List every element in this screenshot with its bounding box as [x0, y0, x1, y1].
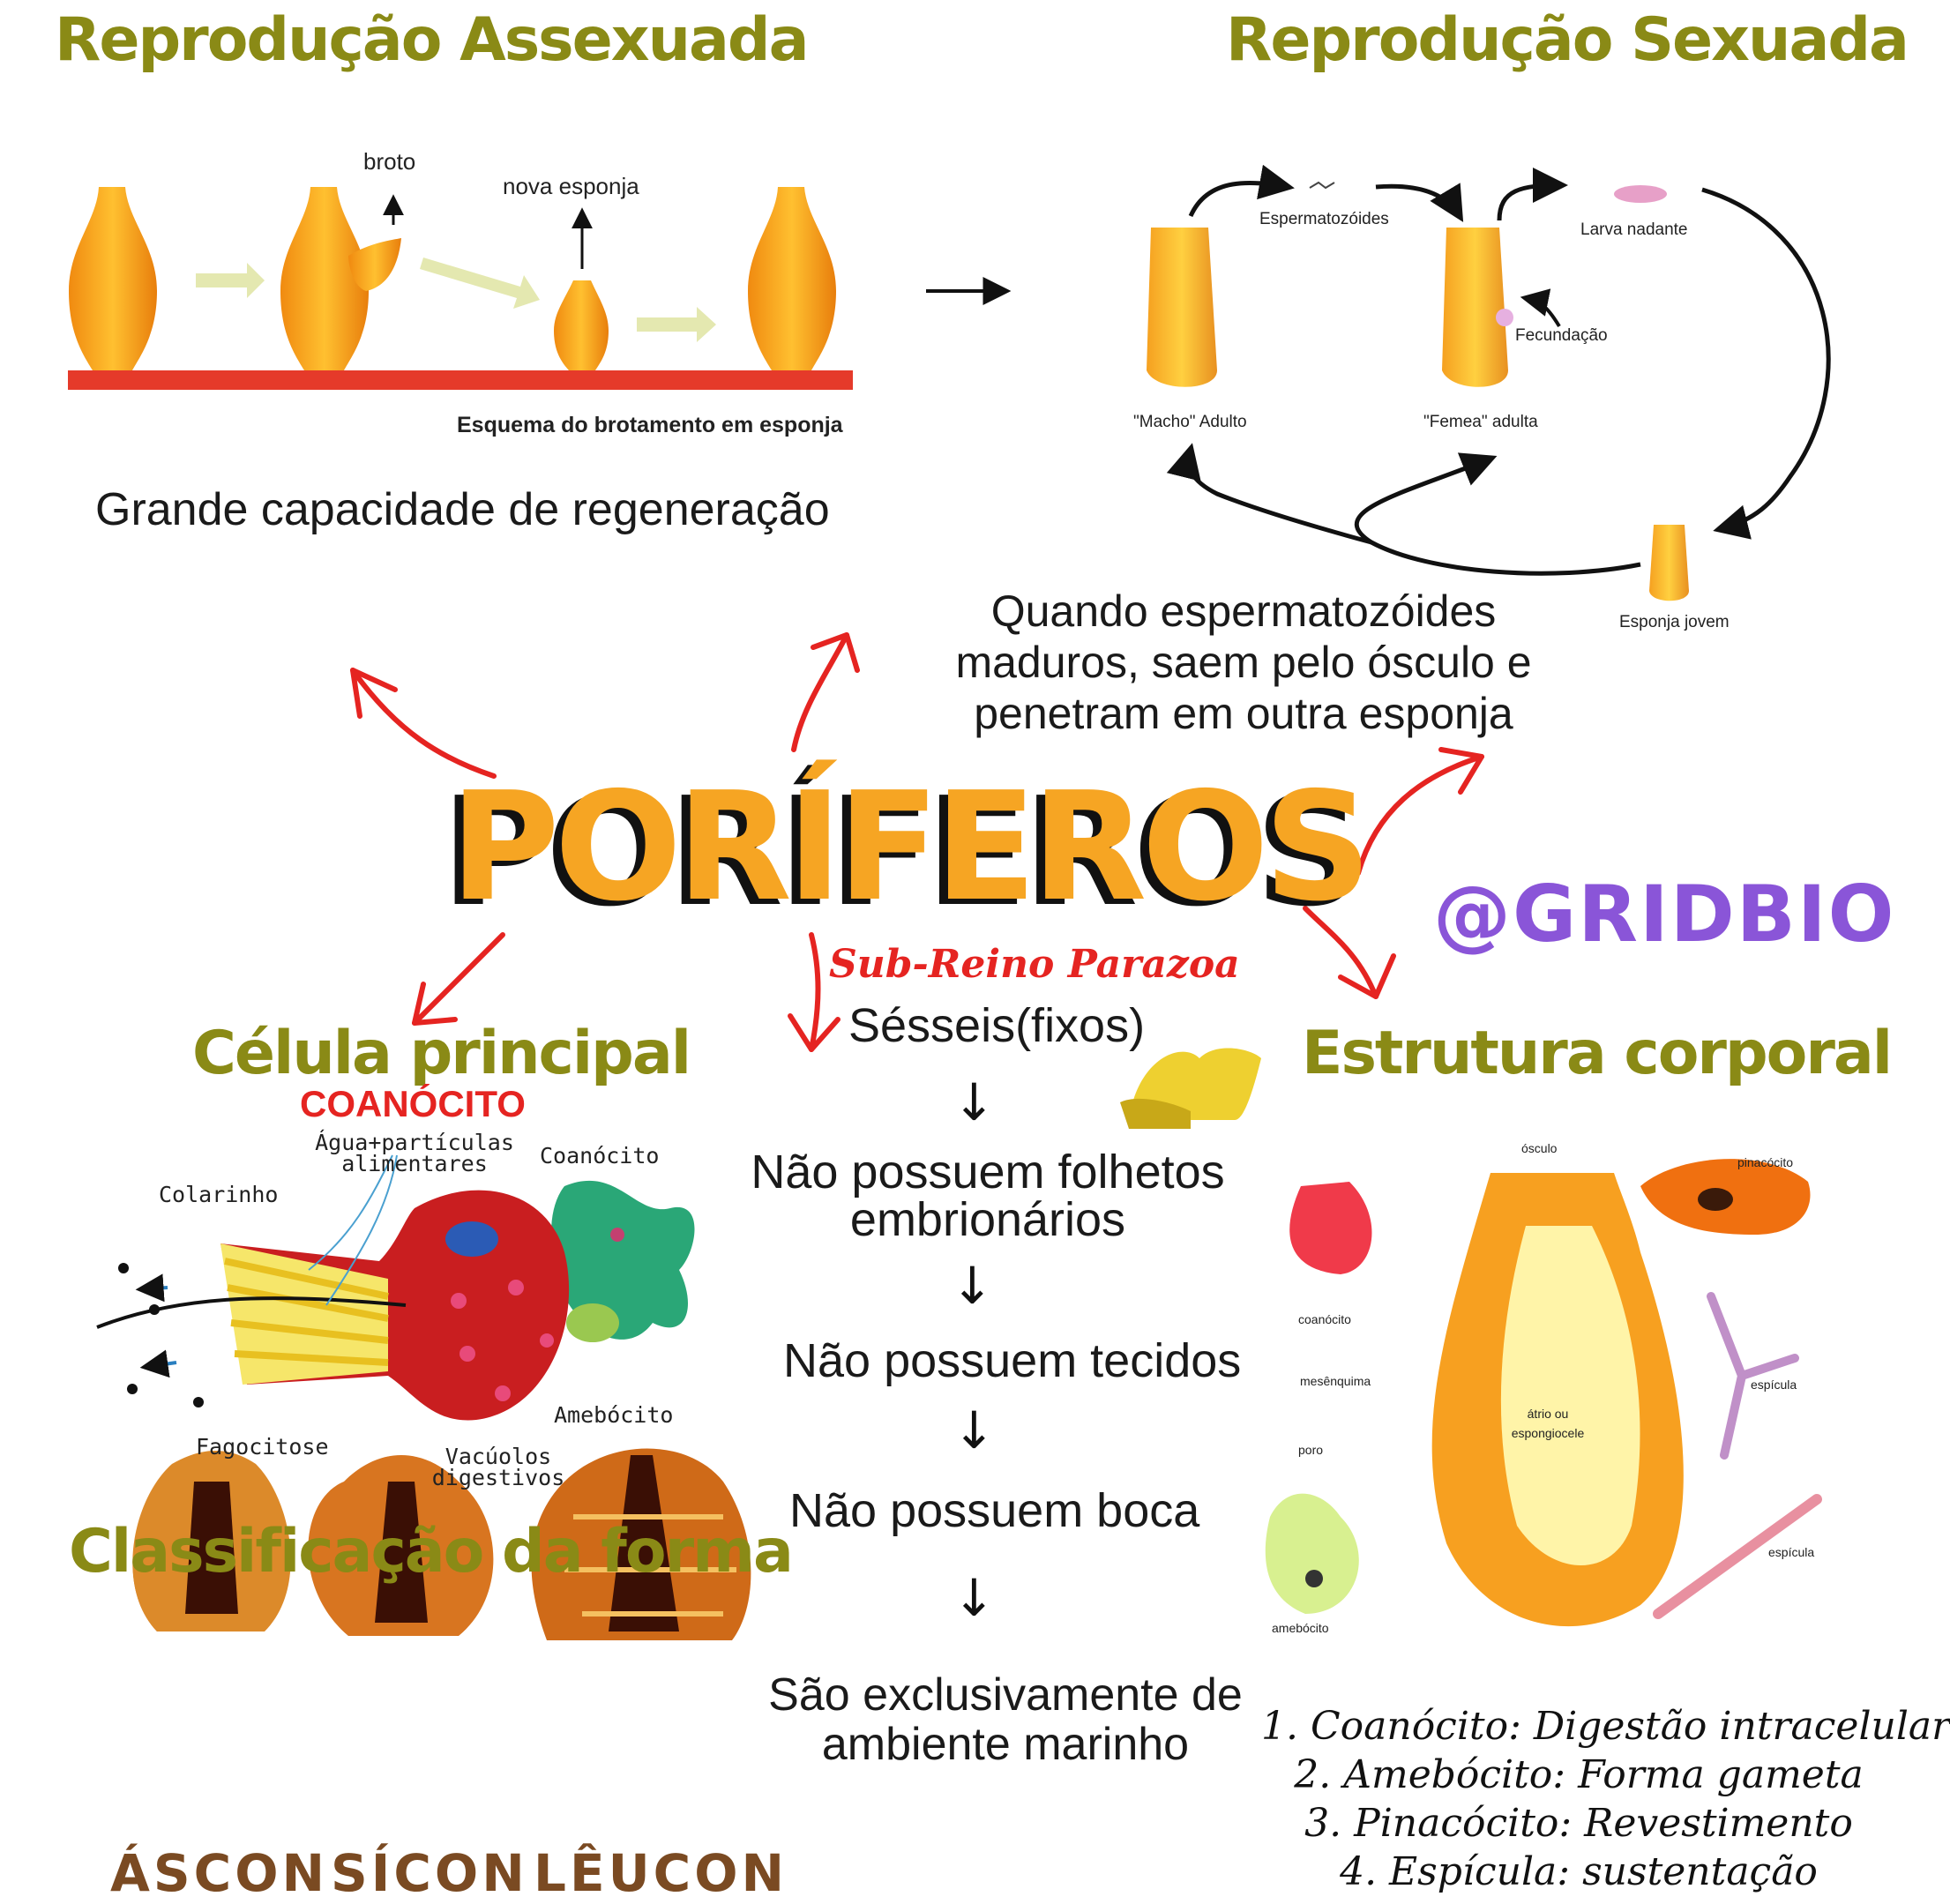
- down-arrow-icon: ↓: [953, 1400, 996, 1460]
- label-agua-line: Água+partículas: [315, 1130, 514, 1155]
- structure-title: Estrutura corporal: [1302, 1019, 1893, 1088]
- regeneration-note: Grande capacidade de regeneração: [95, 484, 830, 535]
- trait-tecidos: Não possuem tecidos: [783, 1334, 1242, 1387]
- label-poro: poro: [1298, 1443, 1324, 1457]
- budding-scheme: [68, 187, 853, 390]
- forms-title: Classificação da forma: [69, 1517, 794, 1587]
- label-colarinho: Colarinho: [159, 1182, 279, 1207]
- trait-marinho-line: São exclusivamente de: [768, 1669, 1243, 1721]
- main-title: PORÍFEROS: [450, 760, 1371, 935]
- down-arrow-icon: ↓: [953, 1072, 996, 1132]
- sexual-note-line: maduros, saem pelo ósculo e: [955, 638, 1532, 687]
- down-arrow-icon: ↓: [951, 1256, 994, 1316]
- label-atrio-line: espongiocele: [1511, 1426, 1585, 1440]
- trait-folhetos: Não possuem folhetos embrionários: [714, 1148, 1261, 1243]
- trait-boca: Não possuem boca: [789, 1484, 1200, 1537]
- budding-caption: Esquema do brotamento em esponja: [457, 413, 843, 437]
- label-coanocito-small: coanócito: [1298, 1312, 1351, 1326]
- label-nova-esponja: nova esponja: [503, 173, 639, 199]
- label-fecundacao: Fecundação: [1515, 326, 1608, 345]
- trait-folhetos-line: Não possuem folhetos: [751, 1146, 1225, 1198]
- brand-handle: @GRIDBIO: [1433, 869, 1896, 959]
- structure-list-item: 4. Espícula: sustentação: [1340, 1849, 1818, 1894]
- label-amebocito-small: amebócito: [1272, 1621, 1329, 1635]
- label-atrio-line: átrio ou: [1527, 1407, 1569, 1421]
- sexual-note: Quando espermatozóides maduros, saem pel…: [935, 586, 1552, 739]
- label-agua: Água+partículas alimentares: [291, 1130, 538, 1176]
- trait-sesseis: Sésseis(fixos): [848, 999, 1146, 1052]
- form-sicon: SÍCON: [331, 1843, 528, 1903]
- sexual-note-line: penetram em outra esponja: [974, 689, 1513, 738]
- sexual-title: Reprodução Sexuada: [1226, 5, 1909, 75]
- subtitle-parazoa: Sub-Reino Parazoa: [829, 942, 1240, 987]
- choanocyte-drawing: [96, 1154, 695, 1421]
- label-amebocito: Amebócito: [554, 1402, 674, 1428]
- asexual-title: Reprodução Assexuada: [55, 5, 809, 75]
- structure-list-item: 3. Pinacócito: Revestimento: [1304, 1801, 1853, 1846]
- label-pinacocito: pinacócito: [1737, 1155, 1794, 1169]
- structure-list-item: 1. Coanócito: Digestão intracelular: [1261, 1704, 1950, 1749]
- mindmap-arrows: [350, 632, 1484, 1052]
- trait-marinho: São exclusivamente de ambiente marinho: [758, 1670, 1252, 1769]
- trait-folhetos-line: embrionários: [849, 1193, 1126, 1246]
- label-coanocito: Coanócito: [540, 1143, 660, 1169]
- label-mesenquima: mesênquima: [1300, 1374, 1371, 1388]
- sexual-note-line: Quando espermatozóides: [990, 586, 1497, 636]
- label-fagocitose: Fagocitose: [196, 1434, 329, 1460]
- illustration-layer: [68, 164, 1831, 1640]
- trait-marinho-line: ambiente marinho: [821, 1719, 1190, 1770]
- structure-list-item: 2. Amebócito: Forma gameta: [1294, 1752, 1864, 1797]
- label-femea-adulta: "Femea" adulta: [1423, 413, 1538, 431]
- structure-list: 1. Coanócito: Digestão intracelular 2. A…: [1261, 1702, 1950, 1896]
- infographic-page: { "colors": {"heading":"#8a8a16","accent…: [55, 5, 1950, 1903]
- form-ascon: ÁSCON: [110, 1843, 329, 1903]
- label-espermatozoides: Espermatozóides: [1259, 210, 1389, 228]
- label-broto: broto: [363, 148, 416, 175]
- label-macho-adulto: "Macho" Adulto: [1133, 413, 1247, 431]
- label-osculo: ósculo: [1521, 1141, 1558, 1155]
- cell-title: Célula principal: [192, 1019, 691, 1088]
- cell-subtitle: COANÓCITO: [300, 1083, 526, 1124]
- label-espicula-2: espícula: [1768, 1545, 1815, 1559]
- label-atrio: átrio ou espongiocele: [1491, 1404, 1605, 1443]
- structure-drawing: [1265, 1159, 1822, 1627]
- label-vacuolos-line: digestivos: [431, 1465, 565, 1490]
- label-vacuolos: Vacúolos digestivos: [415, 1444, 582, 1490]
- label-vacuolos-line: Vacúolos: [445, 1444, 552, 1469]
- label-larva-nadante: Larva nadante: [1580, 220, 1688, 239]
- down-arrow-icon: ↓: [953, 1568, 996, 1628]
- sponge-clump: [1120, 1048, 1261, 1129]
- label-esponja-jovem: Esponja jovem: [1619, 613, 1730, 631]
- form-leucon: LÊUCON: [534, 1843, 788, 1903]
- label-agua-line: alimentares: [341, 1151, 488, 1176]
- label-espicula-1: espícula: [1751, 1378, 1797, 1392]
- body-forms: [132, 1448, 751, 1640]
- sexual-cycle: [1147, 164, 1831, 601]
